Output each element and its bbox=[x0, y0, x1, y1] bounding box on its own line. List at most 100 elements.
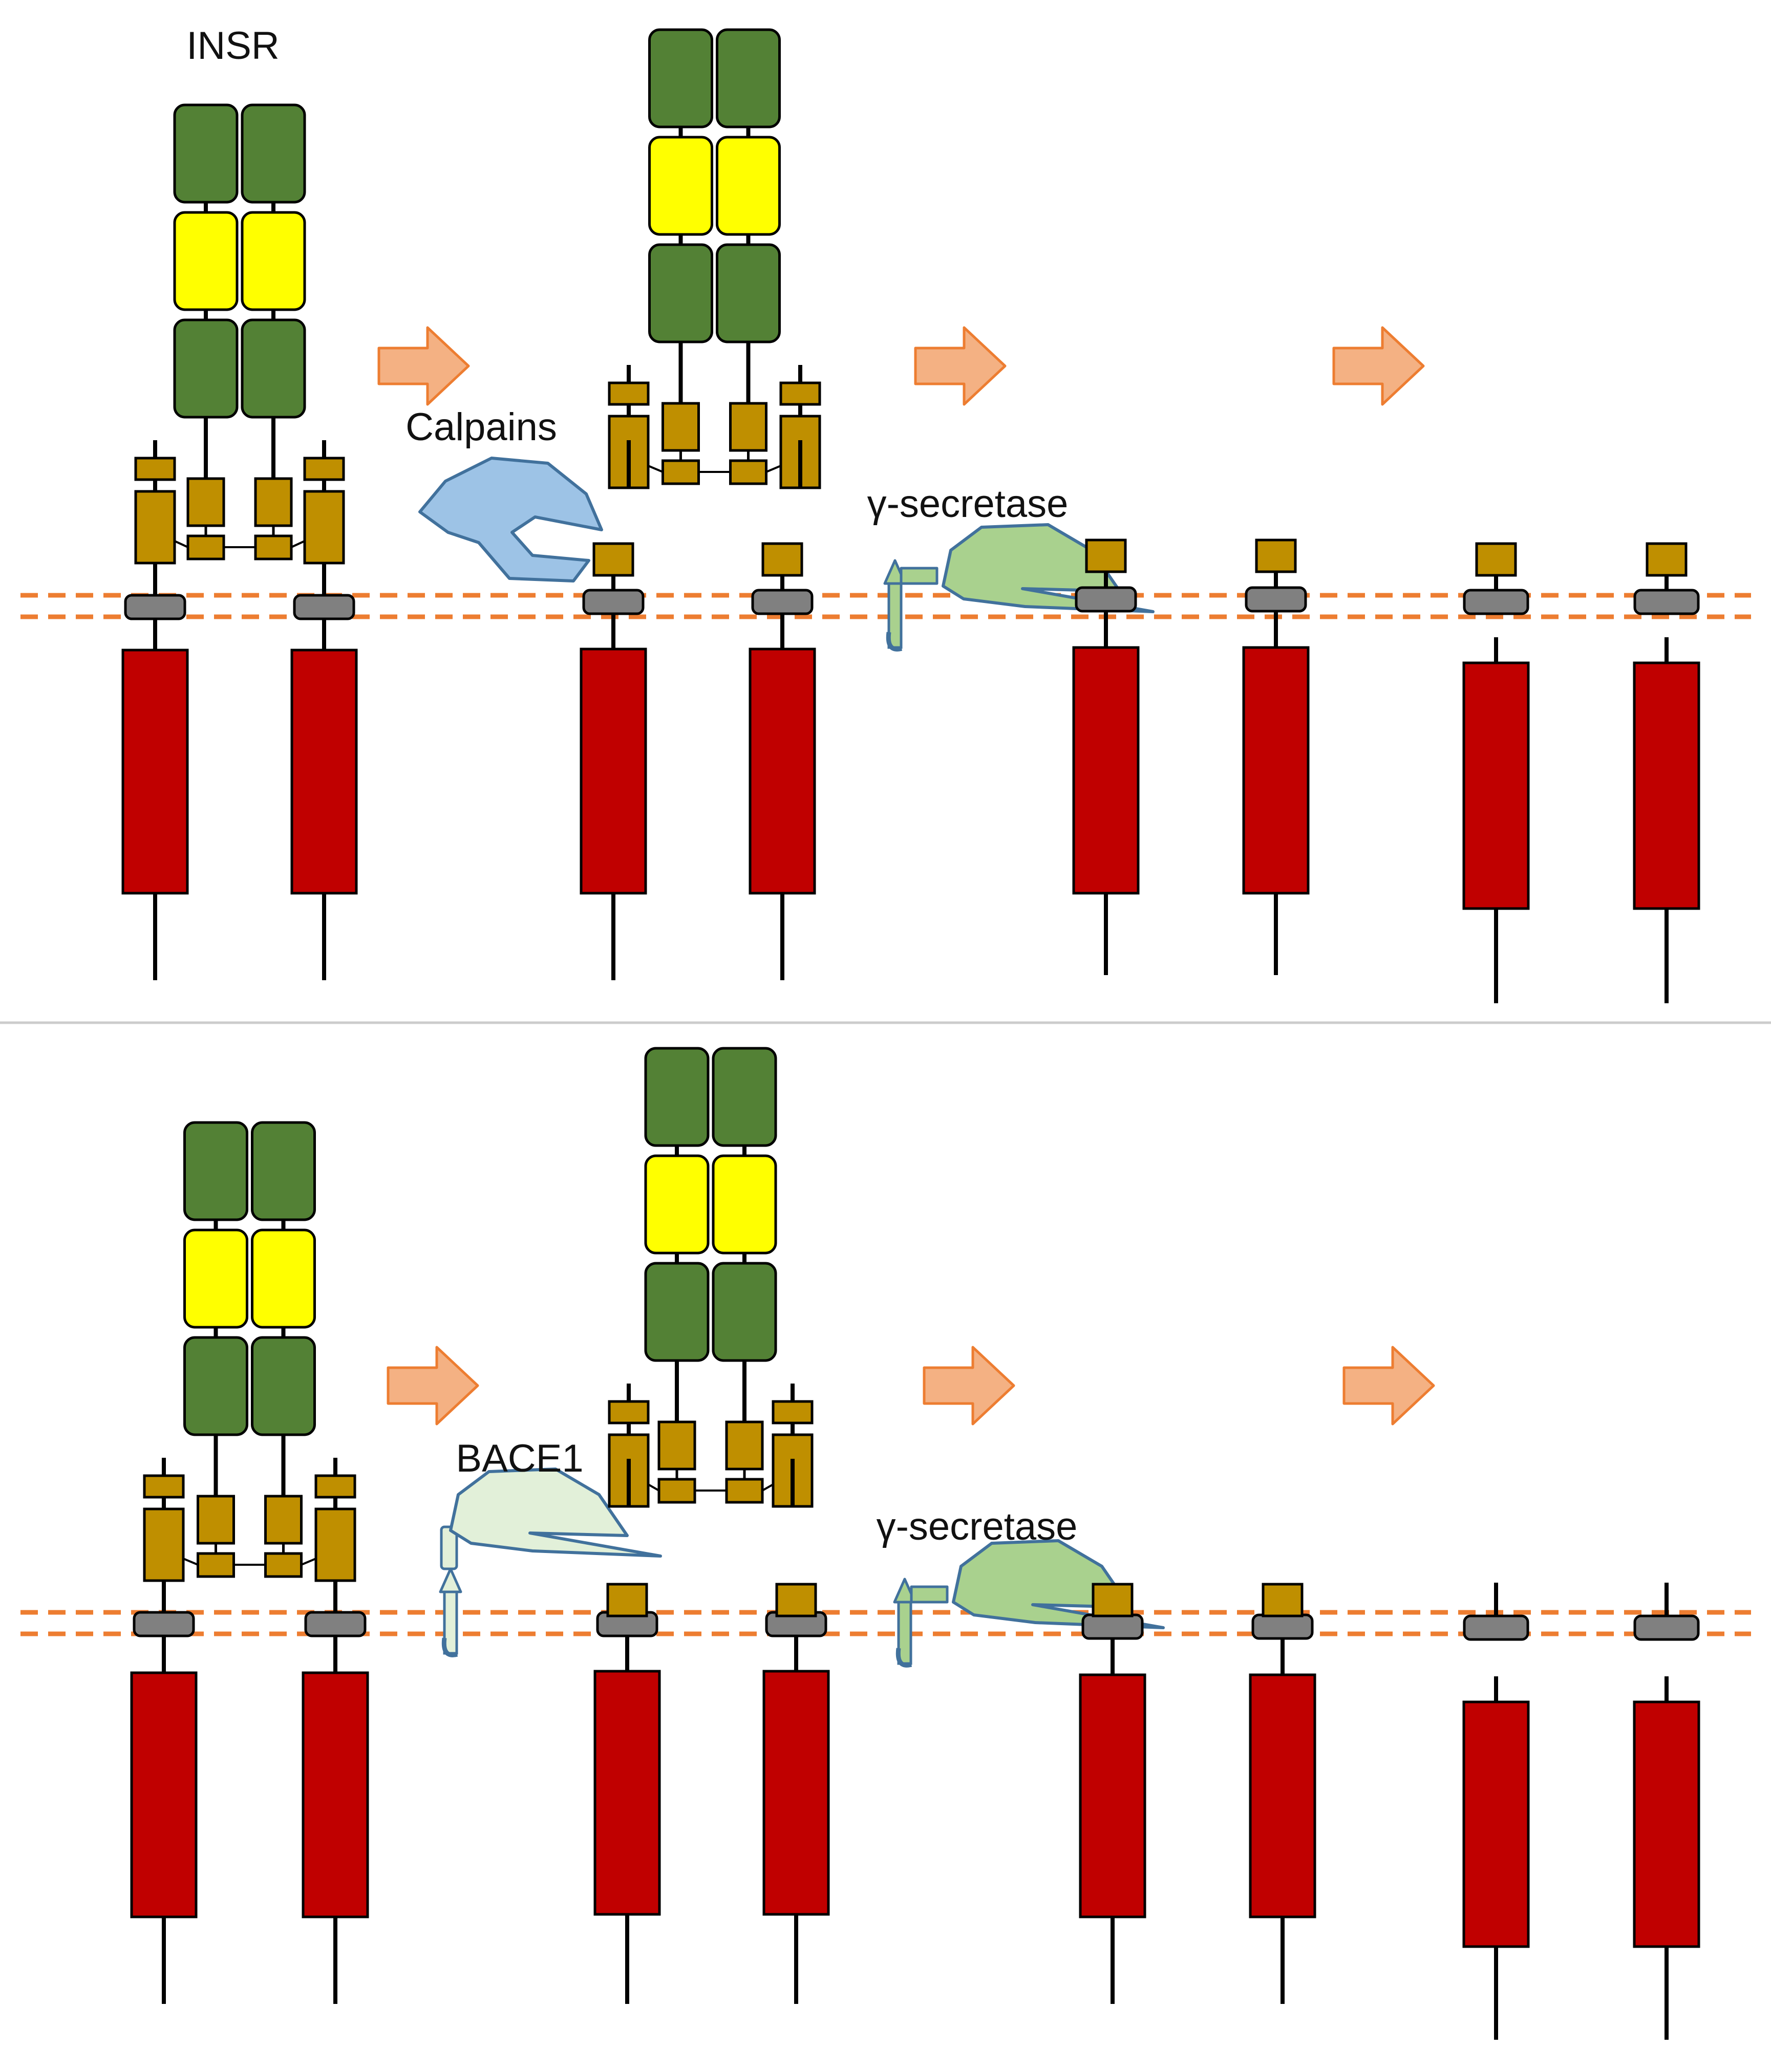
ectodomain-bottom-outer-domain-bottom-left bbox=[644, 1262, 710, 1362]
insr-full-bottom-flank-bridge-left bbox=[183, 1558, 199, 1566]
stage2-bottom-right-kinase-domain bbox=[762, 1670, 830, 1916]
ectodomain-bottom-inner-link-right bbox=[725, 1478, 764, 1504]
stage3-top-right-cap-domain bbox=[1255, 538, 1297, 573]
insr-full-top-right-kinase-domain bbox=[290, 649, 358, 895]
step-arrow-bottom-2 bbox=[923, 1346, 1015, 1426]
ectodomain-top-outer-domain-bottom-left bbox=[648, 243, 713, 343]
insr-full-top-middle-domain-left bbox=[173, 211, 239, 311]
stage4-top-left-kinase-domain bbox=[1462, 661, 1530, 910]
insr-full-bottom-left-kinase-domain bbox=[130, 1671, 198, 1918]
stage3-top-right-transmembrane bbox=[1245, 586, 1307, 613]
insr-full-bottom-inner-link-right bbox=[264, 1552, 303, 1578]
ectodomain-top-middle-domain-right bbox=[716, 136, 781, 236]
ectodomain-bottom-flank-bridge-left bbox=[648, 1483, 659, 1492]
stage3-bottom-right-cap-domain bbox=[1262, 1583, 1304, 1617]
ectodomain-bottom-outer-domain-bottom-right bbox=[712, 1262, 777, 1362]
insr-full-bottom-inner-domain-left bbox=[197, 1495, 235, 1545]
insr-full-bottom-flank-body-left bbox=[143, 1507, 185, 1582]
insr-full-top-outer-domain-bottom-right bbox=[241, 318, 306, 419]
bace1-enzyme bbox=[449, 1467, 662, 1558]
stage4-bottom-left-transmembrane bbox=[1463, 1614, 1529, 1641]
ectodomain-bottom-flank-bridge-right bbox=[762, 1483, 774, 1492]
stage2-top-left-kinase-domain bbox=[580, 648, 647, 895]
gamma-secretase-label-bottom: γ-secretase bbox=[877, 1505, 1078, 1548]
ectodomain-bottom-middle-domain-left bbox=[644, 1154, 710, 1255]
insr-full-bottom-right-kinase-domain bbox=[302, 1671, 369, 1918]
stage4-top-left-transmembrane bbox=[1463, 589, 1529, 615]
insr-full-bottom-right-transmembrane bbox=[304, 1611, 367, 1637]
stage3-bottom-left-kinase-domain bbox=[1079, 1673, 1146, 1918]
insr-full-top-left-transmembrane bbox=[124, 594, 186, 620]
step-arrow-top-2 bbox=[914, 326, 1007, 406]
gamma-anchor-top-hook bbox=[886, 632, 903, 652]
stage2-top-right-cap-domain bbox=[761, 542, 803, 577]
insr-full-top-flank-cap-left bbox=[134, 457, 176, 481]
stage3-top-right-kinase-domain bbox=[1242, 646, 1310, 895]
stage4-top-left-cap-domain bbox=[1475, 542, 1517, 577]
ectodomain-bottom-middle-domain-right bbox=[712, 1154, 777, 1255]
insr-full-bottom-flank-cap-left bbox=[143, 1474, 185, 1499]
step-arrow-top-1 bbox=[377, 326, 470, 406]
bace1-link bbox=[440, 1525, 458, 1570]
step-arrow-top-3 bbox=[1332, 326, 1425, 406]
bace1-anchor-head bbox=[439, 1567, 462, 1593]
stage2-top-right-kinase-domain bbox=[749, 648, 816, 895]
stage3-top-left-cap-domain bbox=[1085, 538, 1127, 573]
insr-full-top-inner-domain-left bbox=[186, 477, 225, 527]
insr-full-bottom-inner-domain-right bbox=[264, 1495, 303, 1545]
insr-full-bottom-flank-body-right bbox=[314, 1507, 356, 1582]
ectodomain-top-flank-bridge-right bbox=[765, 465, 781, 473]
ectodomain-bottom-inner-link-left bbox=[657, 1478, 696, 1504]
stage2-top-left-cap-domain bbox=[592, 542, 634, 577]
stage3-bottom-right-transmembrane bbox=[1251, 1613, 1314, 1640]
ectodomain-bottom-inner-domain-left bbox=[657, 1420, 696, 1471]
stage3-top-left-kinase-domain bbox=[1072, 646, 1140, 895]
bottom-panel bbox=[20, 1047, 1751, 2040]
stage4-top-right-kinase-domain bbox=[1633, 661, 1700, 910]
gamma-secretase-label-top: γ-secretase bbox=[867, 482, 1069, 526]
bace1-anchor-hook bbox=[441, 1637, 458, 1657]
insr-full-bottom-inner-link-left bbox=[197, 1552, 235, 1578]
stage2-top-left-transmembrane bbox=[582, 589, 645, 615]
stage2-bottom-right-cap-domain bbox=[775, 1583, 817, 1617]
top-panel bbox=[20, 28, 1751, 1003]
ectodomain-bottom-flank-cap-right bbox=[772, 1400, 814, 1425]
insr-full-top-inner-link-left bbox=[186, 534, 225, 560]
ectodomain-bottom-flank-cap-left bbox=[608, 1400, 650, 1425]
bace1-label: BACE1 bbox=[456, 1437, 583, 1480]
gamma-link-bottom bbox=[910, 1585, 949, 1604]
calpains-label: Calpains bbox=[406, 405, 557, 449]
ectodomain-top-inner-domain-right bbox=[729, 402, 767, 452]
insr-full-top-flank-body-right bbox=[303, 490, 345, 565]
step-arrow-bottom-3 bbox=[1342, 1346, 1435, 1426]
insr-full-bottom-outer-domain-top-right bbox=[251, 1121, 316, 1221]
ectodomain-top-flank-bridge-left bbox=[648, 465, 664, 473]
insr-full-top-middle-domain-right bbox=[241, 211, 306, 311]
insr-full-bottom-outer-domain-top-left bbox=[183, 1121, 248, 1221]
insr-full-top-inner-domain-right bbox=[254, 477, 293, 527]
insr-full-top-outer-domain-top-left bbox=[173, 103, 239, 204]
gamma-anchor-bottom-shaft bbox=[897, 1601, 912, 1665]
stage2-bottom-left-kinase-domain bbox=[593, 1670, 661, 1916]
ectodomain-top-flank-cap-right bbox=[779, 381, 821, 406]
label-layer: INSR Calpains γ-secretase BACE1 γ-secret… bbox=[186, 24, 1077, 1548]
insr-full-top-left-kinase-domain bbox=[121, 649, 189, 895]
stage2-bottom-left-cap-domain bbox=[606, 1583, 648, 1617]
insr-full-top-inner-link-right bbox=[254, 534, 293, 560]
insr-full-top-flank-bridge-right bbox=[291, 540, 305, 548]
insr-full-bottom-outer-domain-bottom-left bbox=[183, 1336, 248, 1436]
ectodomain-bottom-outer-domain-top-right bbox=[712, 1047, 777, 1147]
gamma-anchor-bottom-hook bbox=[895, 1648, 912, 1668]
insr-full-bottom-middle-domain-left bbox=[183, 1228, 248, 1329]
ectodomain-top-inner-link-right bbox=[729, 459, 767, 485]
stage3-bottom-right-kinase-domain bbox=[1249, 1673, 1316, 1918]
insr-full-bottom-outer-domain-bottom-right bbox=[251, 1336, 316, 1436]
ectodomain-bottom-outer-domain-top-left bbox=[644, 1047, 710, 1147]
calpain-enzyme bbox=[418, 457, 603, 582]
insr-full-top-outer-domain-bottom-left bbox=[173, 318, 239, 419]
insr-full-top-outer-domain-top-right bbox=[241, 103, 306, 204]
stage4-top-right-cap-domain bbox=[1646, 542, 1688, 577]
stage4-bottom-right-kinase-domain bbox=[1633, 1700, 1700, 1948]
insr-label: INSR bbox=[186, 24, 280, 68]
